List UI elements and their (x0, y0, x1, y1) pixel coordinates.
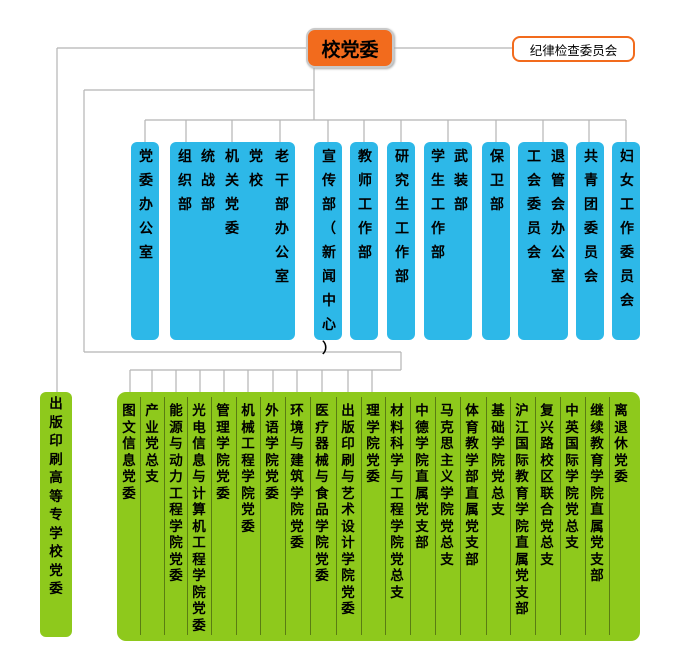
college-unit-management: 管理学院党委 (216, 403, 230, 502)
college-panel (117, 392, 640, 641)
college-unit-energy: 能源与动力工程学院党委 (169, 403, 183, 584)
college-unit-shanghai-intl: 沪江国际教育学院直属党支部 (515, 403, 529, 617)
functional-unit-student-work: 学生工作部 (431, 149, 445, 261)
functional-unit-graduate-work: 研究生工作部 (395, 149, 409, 285)
college-unit-optics: 光电信息与计算机工程学院党委 (192, 403, 206, 634)
functional-unit-retired-cadres: 老干部办公室 (275, 149, 289, 285)
blue-box-union-group (518, 142, 568, 340)
blue-box-security (482, 142, 510, 340)
college-divider (310, 397, 311, 635)
blue-box-party-office (131, 142, 159, 340)
college-divider (236, 397, 237, 635)
college-divider (385, 397, 386, 635)
college-unit-industry: 产业党总支 (145, 403, 159, 485)
college-unit-medical: 医疗器械与食品学院党委 (315, 403, 329, 584)
college-divider (585, 397, 586, 635)
college-divider (211, 397, 212, 635)
college-unit-sino-german: 中德学院直属党支部 (415, 403, 429, 551)
college-unit-library: 图文信息党委 (122, 403, 136, 502)
college-divider (164, 397, 165, 635)
college-unit-mechanical: 机械工程学院党委 (241, 403, 255, 535)
college-divider (260, 397, 261, 635)
college-divider (460, 397, 461, 635)
college-unit-sino-british: 中英国际学院党总支 (565, 403, 579, 551)
college-unit-marxism: 马克思主义学院党总支 (440, 403, 454, 568)
functional-unit-union: 工会委员会 (527, 149, 541, 261)
college-divider (510, 397, 511, 635)
root-node: 校党委 (306, 28, 394, 68)
college-unit-science: 理学院党委 (366, 403, 380, 485)
college-unit-retirees: 离退休党委 (614, 403, 628, 485)
college-unit-pe: 体育教学部直属党支部 (465, 403, 479, 568)
blue-box-women (612, 142, 640, 340)
college-unit-printing-art: 出版印刷与艺术设计学院党委 (341, 403, 355, 617)
college-unit-continuing: 继续教育学院直属党支部 (590, 403, 604, 584)
college-divider (285, 397, 286, 635)
college-divider (336, 397, 337, 635)
college-divider (486, 397, 487, 635)
blue-box-youth-league (576, 142, 604, 340)
blue-box-graduate-work (387, 142, 415, 340)
blue-box-publicity (314, 142, 342, 340)
college-unit-materials: 材料科学与工程学院党总支 (390, 403, 404, 601)
functional-unit-organ-committee: 机关党委 (225, 149, 239, 237)
functional-unit-teacher-work: 教师工作部 (358, 149, 372, 261)
functional-unit-women-committee: 妇女工作委员会 (620, 149, 634, 309)
college-divider (187, 397, 188, 635)
college-divider (435, 397, 436, 635)
college-divider (410, 397, 411, 635)
side-unit-label: 出版印刷高等专学校党委 (49, 396, 63, 597)
blue-box-student-group (424, 142, 472, 340)
functional-unit-publicity: 宣传部（新闻中心） (322, 149, 336, 357)
blue-box-teacher-work (350, 142, 378, 340)
discipline-node: 纪律检查委员会 (512, 36, 635, 62)
college-unit-basic: 基础学院党总支 (491, 403, 505, 518)
college-unit-fuxing: 复兴路校区联合党总支 (540, 403, 554, 568)
functional-unit-armed-forces: 武装部 (454, 149, 468, 213)
functional-unit-youth-league: 共青团委员会 (584, 149, 598, 285)
functional-unit-retirement-office: 退管会办公室 (551, 149, 565, 285)
college-divider (560, 397, 561, 635)
functional-unit-party-office: 党委办公室 (139, 149, 153, 261)
college-divider (361, 397, 362, 635)
college-divider (535, 397, 536, 635)
college-unit-environment: 环境与建筑学院党委 (290, 403, 304, 551)
blue-box-org-group (170, 142, 295, 340)
college-divider (140, 397, 141, 635)
functional-unit-party-school: 党校 (249, 149, 263, 189)
functional-unit-united-front: 统战部 (201, 149, 215, 213)
functional-unit-security: 保卫部 (490, 149, 504, 213)
college-unit-foreign-lang: 外语学院党委 (265, 403, 279, 502)
functional-unit-organization: 组织部 (178, 149, 192, 213)
college-divider (609, 397, 610, 635)
side-unit-node (40, 392, 72, 637)
